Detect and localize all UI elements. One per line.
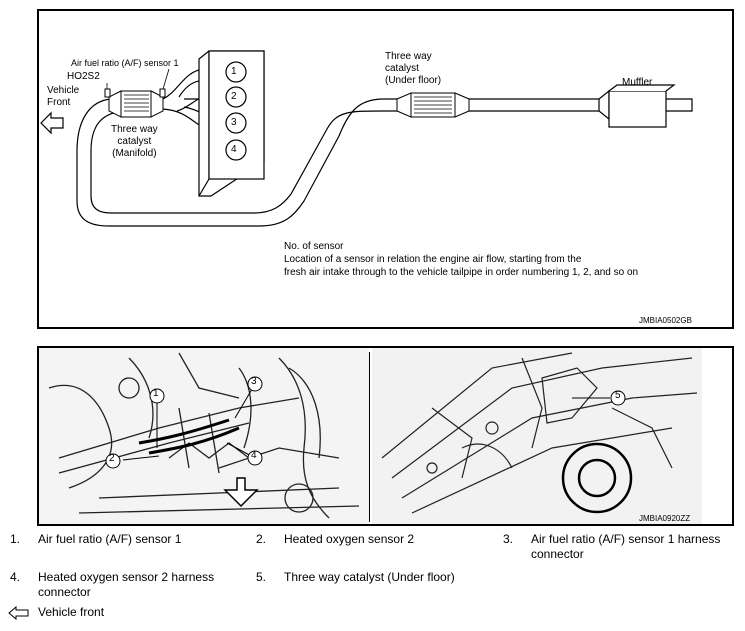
image-code-top: JMBIA0502GB [639,316,692,325]
legend-2-number: 2. [256,532,267,546]
cylinder-3-number: 3 [231,117,237,128]
callout-2: 2 [109,453,115,464]
legend-1-number: 1. [10,532,21,546]
manifold-catalyst [108,90,164,118]
callout-5: 5 [615,390,621,401]
vehicle-front-arrow-icon [40,111,64,135]
cylinder-4-number: 4 [231,144,237,155]
legend-3-number: 3. [503,532,514,546]
exhaust-system-diagram: Air fuel ratio (A/F) sensor 1 HO2S2 Vehi… [37,9,734,329]
engine-bay-photo [39,348,369,524]
legend-4-number: 4. [10,570,21,584]
legend-5-number: 5. [256,570,267,584]
image-code-bottom: JMBIA0920ZZ [639,514,691,523]
callout-4: 4 [251,450,257,461]
vehicle-front-photo-arrow-icon [223,477,259,508]
legend-3-text: Air fuel ratio (A/F) sensor 1 harness co… [531,532,721,561]
cylinder-2-number: 2 [231,91,237,102]
note-line-2: fresh air intake through to the vehicle … [284,267,639,278]
muffler [598,84,676,128]
note-title: No. of sensor [284,241,344,252]
callout-1: 1 [153,388,159,399]
vehicle-front-label: Vehicle Front [47,85,80,108]
muffler-label: Muffler [622,77,653,88]
af-sensor-1-label: Air fuel ratio (A/F) sensor 1 [71,58,179,68]
cylinder-1-number: 1 [231,66,237,77]
legend-2-text: Heated oxygen sensor 2 [284,532,415,546]
note-line-1: Location of a sensor in relation the eng… [284,254,582,265]
callout-3: 3 [251,376,257,387]
vehicle-front-legend-icon [8,606,29,620]
legend-1-text: Air fuel ratio (A/F) sensor 1 [38,532,182,546]
underfloor-photo [372,348,702,524]
underfloor-catalyst-label: Three way catalyst (Under floor) [385,51,442,86]
photo-divider [369,352,370,522]
legend-5-text: Three way catalyst (Under floor) [284,570,455,584]
ho2s2-label: HO2S2 [67,71,100,82]
exhaust-schematic [40,50,693,227]
underfloor-catalyst [396,92,470,118]
manifold-catalyst-label: Three way catalyst (Manifold) [111,124,158,159]
vehicle-front-legend-text: Vehicle front [38,605,105,619]
sensor-location-photos: 1 2 3 4 5 JMBIA0920ZZ [37,346,734,526]
legend-4-text: Heated oxygen sensor 2 harness connector [38,570,215,599]
